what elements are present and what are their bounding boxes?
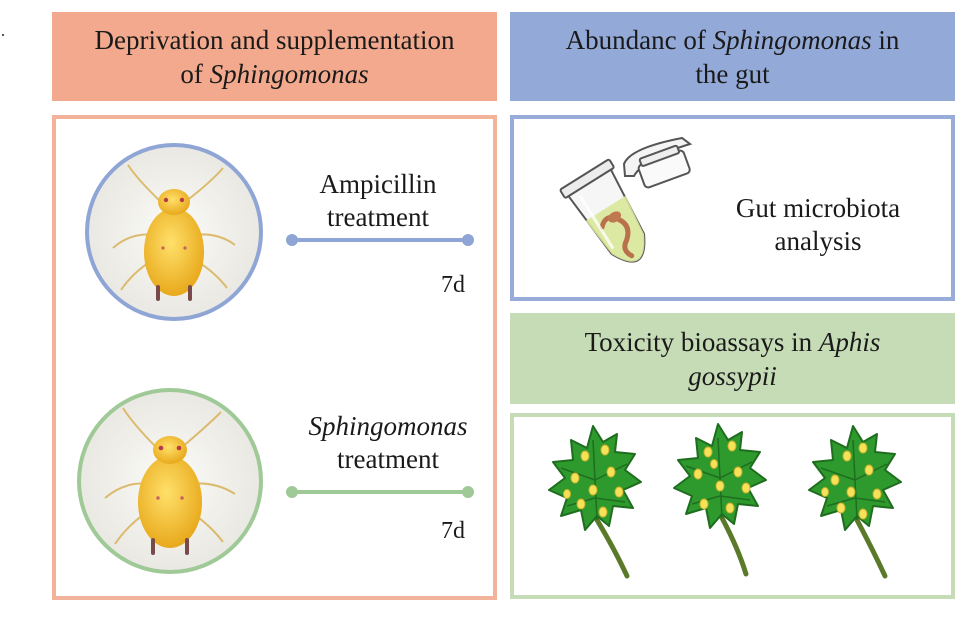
abundance-header: Abundanc of Sphingomonas in the gut <box>510 12 955 101</box>
leaf-plant-icon <box>808 425 902 579</box>
aphid-icon <box>77 388 263 574</box>
plant-3 <box>805 420 905 580</box>
toxicity-header: Toxicity bioassays in Aphis gossypii <box>510 313 955 404</box>
plant-1 <box>545 420 645 580</box>
aphid-ampicillin-photo <box>83 140 265 324</box>
corner-speck <box>2 34 4 36</box>
aphid-icon <box>85 143 263 321</box>
aphid-sphingomonas-photo <box>75 386 265 576</box>
plant-2 <box>670 418 770 578</box>
sphingomonas-days: 7d <box>441 518 465 544</box>
toxicity-header-line2: gossypii <box>688 360 777 391</box>
abundance-header-line1: Abundanc of Sphingomonas in <box>565 24 900 55</box>
leaf-plant-icon <box>548 425 642 579</box>
abundance-header-line2: the gut <box>695 58 770 89</box>
leaf-plant-icon <box>673 423 767 577</box>
toxicity-header-line1: Toxicity bioassays in Aphis <box>584 326 881 357</box>
deprivation-header: Deprivation and supplementation of Sphin… <box>52 12 497 101</box>
sphingomonas-label: Sphingomonas treatment <box>308 411 468 474</box>
deprivation-header-line1: Deprivation and supplementation <box>94 24 455 55</box>
tube-icon <box>532 128 702 288</box>
ampicillin-timeline <box>284 232 476 248</box>
ampicillin-label: Ampicillin treatment <box>319 169 437 232</box>
gut-label: Gut microbiota analysis <box>735 193 901 256</box>
deprivation-header-line2: of Sphingomonas <box>180 58 369 89</box>
sphingomonas-timeline <box>284 484 476 500</box>
ampicillin-days: 7d <box>441 272 465 298</box>
